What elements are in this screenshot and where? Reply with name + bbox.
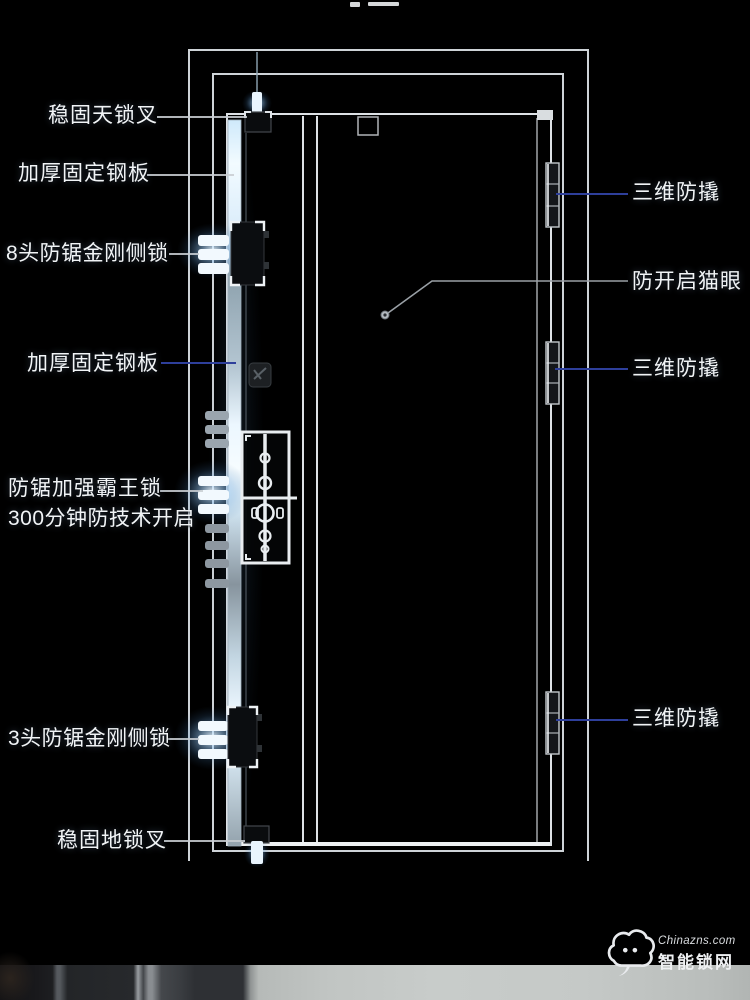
bottom-photo-strip	[0, 965, 750, 1000]
cloud-logo-icon	[607, 929, 655, 977]
main-lock-body	[240, 430, 297, 565]
bottom-lock-fork	[243, 825, 270, 864]
label-bottom-lock-fork: 稳固地锁叉	[57, 829, 167, 852]
watermark: Chinazns.com 智能锁网	[606, 926, 750, 982]
watermark-name: 智能锁网	[658, 953, 734, 972]
hinge-middle	[545, 341, 560, 405]
side-lock-8-bolts	[198, 235, 229, 274]
label-side-lock-8: 8头防锯金刚侧锁	[6, 242, 169, 265]
hinge-bottom	[545, 691, 560, 755]
side-lock-8-case	[229, 220, 269, 287]
side-lock-3-case	[226, 705, 262, 769]
top-crop-marks	[350, 2, 399, 7]
peephole-leader-line	[387, 280, 628, 314]
peephole-dot	[380, 310, 390, 320]
main-lock-upper-bolts	[205, 411, 229, 448]
label-side-lock-3: 3头防锯金刚侧锁	[8, 727, 171, 750]
hinges	[545, 162, 560, 755]
label-anti-pry-top: 三维防撬	[632, 181, 720, 204]
label-steel-plate-upper: 加厚固定钢板	[18, 162, 150, 185]
lock-column	[174, 52, 272, 868]
brand-emblem	[248, 362, 272, 388]
bottom-left-shadow	[0, 952, 34, 1000]
watermark-site: Chinazns.com	[658, 935, 736, 947]
label-peephole: 防开启猫眼	[632, 270, 742, 293]
top-lock-fork	[244, 92, 272, 133]
leader-lines-blue	[161, 193, 628, 721]
main-lock-lower-bolts	[205, 524, 229, 588]
label-main-lock-line2: 300分钟防技术开启	[8, 507, 196, 530]
top-latch-plate	[357, 116, 379, 136]
top-corner-plate	[537, 110, 553, 120]
label-anti-pry-mid: 三维防撬	[632, 357, 720, 380]
leader-lines-white	[147, 116, 247, 842]
door-leaf	[226, 110, 553, 846]
side-lock-3-bolts	[198, 721, 228, 759]
main-lock-bolts	[198, 476, 229, 514]
label-top-lock-fork: 稳固天锁叉	[48, 104, 158, 127]
label-main-lock-line1: 防锯加强霸王锁	[8, 477, 162, 500]
label-anti-pry-bottom: 三维防撬	[632, 707, 720, 730]
label-steel-plate-mid: 加厚固定钢板	[27, 352, 159, 375]
